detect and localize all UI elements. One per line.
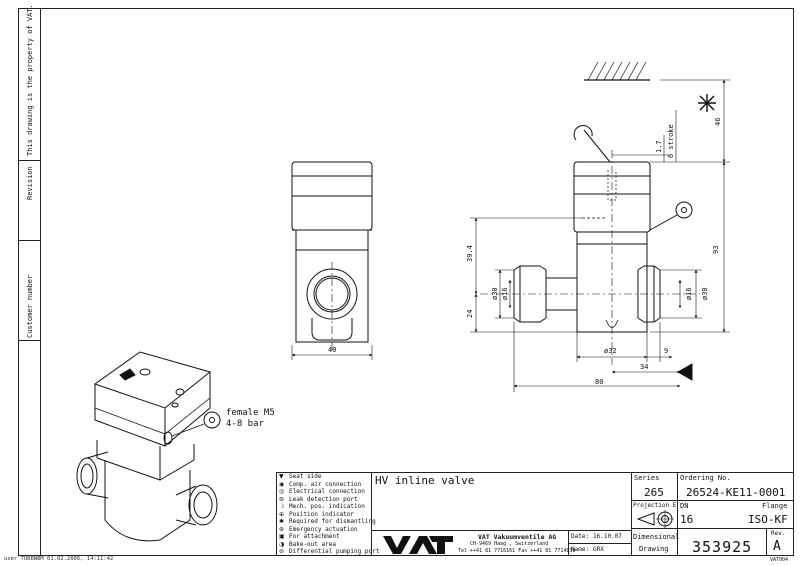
- company-phone: Tel ++41 81 7716161 Fax ++41 81 7714830: [458, 548, 576, 554]
- rev-divider: [766, 528, 767, 556]
- order-col-divider: [677, 472, 678, 556]
- series-label: Series: [634, 474, 660, 482]
- name-label: Name:: [571, 546, 590, 553]
- dim-stroke: 6 stroke: [667, 124, 675, 158]
- side-view: [470, 61, 730, 392]
- dimensional-line2: Drawing: [639, 545, 669, 553]
- company-address: CH-9469 Haag , Switzerland: [470, 541, 549, 547]
- dim-46: 46: [714, 118, 722, 126]
- company-name: VAT Vakuumventile AG: [478, 533, 557, 541]
- projection-label: Projection E: [633, 502, 677, 509]
- m5-callout-line2: 4-8 bar: [226, 419, 264, 429]
- date-name-divider: [568, 543, 631, 544]
- legend-text: Emergency actuation: [289, 525, 358, 533]
- dim-1-7: 1.7: [655, 140, 663, 153]
- legend-divider: [371, 472, 372, 556]
- legend-text: Comp. air connection: [289, 480, 362, 488]
- date-value: 16.10.07: [593, 533, 622, 540]
- dim-80: 80: [595, 378, 603, 386]
- side-strip: [18, 8, 40, 556]
- dim-height-39-4: 39.4: [466, 245, 474, 262]
- dim-front-width: 40: [328, 346, 336, 354]
- legend-item: ◑ Bake-out area: [279, 541, 371, 549]
- right-col-divider: [631, 472, 632, 556]
- side-divider-1: [18, 160, 40, 161]
- m5-callout-line1: female M5: [226, 408, 275, 418]
- legend-item: ◉ Comp. air connection: [279, 481, 371, 489]
- legend-item: ⊜ Differential pumping port: [279, 548, 379, 556]
- legend-text: Position indicator: [289, 510, 355, 518]
- dn-value: 16: [680, 513, 694, 526]
- dim-d16-right: ø16: [685, 287, 693, 300]
- legend-item: ⊛ Emergency actuation: [279, 526, 371, 534]
- dim-93: 93: [712, 246, 720, 254]
- flange-label: Flange: [762, 502, 788, 510]
- date-label: Date:: [571, 533, 590, 540]
- vat-logo: [383, 536, 453, 554]
- dimensional-line1: Dimensional: [633, 533, 680, 541]
- legend-item: ✱ Required for dismantling: [279, 518, 376, 526]
- legend-symbol-icon: ▣: [279, 533, 285, 540]
- legend-item: ▼ Seat side: [279, 473, 371, 481]
- drawing-title: HV inline valve: [375, 474, 475, 487]
- legend-text: Mech. pos. indication: [289, 503, 365, 510]
- legend-text: Bake-out area: [289, 540, 336, 548]
- legend-item: ⊚ Leak detection port: [279, 496, 371, 504]
- footer-user-stamp: user TOBBNBM 01.02.2006, 14:11:42: [4, 556, 114, 562]
- projection-symbol-icon: [636, 510, 674, 528]
- row2-line: [631, 500, 794, 501]
- legend-text: Seat side: [289, 473, 322, 480]
- ordering-label: Ordering No.: [680, 474, 731, 482]
- rev-value: A: [773, 539, 781, 554]
- legend-symbol-icon: ⊜: [279, 548, 285, 555]
- legend-symbol-icon: ☽: [279, 503, 285, 510]
- side-divider-2: [18, 240, 40, 241]
- title-block: [276, 472, 794, 556]
- legend-item: ☽ Mech. pos. indication: [279, 503, 371, 511]
- legend-item: ⊕ Position indicator: [279, 511, 371, 519]
- ordering-value: 26524-KE11-0001: [686, 486, 786, 499]
- legend-symbol-icon: ▼: [279, 473, 284, 480]
- legend-text: Required for dismantling: [289, 518, 376, 525]
- legend-item: ▣ For attachment: [279, 533, 371, 541]
- drawing-number: 353925: [692, 538, 753, 556]
- legend-symbol-icon: ✱: [279, 518, 285, 525]
- dim-d30-right: ø30: [701, 287, 709, 300]
- dn-label: DN: [680, 502, 689, 510]
- dim-34: 34: [640, 363, 648, 371]
- side-divider-3: [18, 340, 40, 341]
- row3-line: [631, 528, 794, 529]
- legend-symbol-icon: ⊛: [279, 525, 285, 533]
- legend-text: Electrical connection: [289, 488, 365, 495]
- corner-code: VAT004: [770, 557, 789, 563]
- legend-item: ◎ Electrical connection: [279, 488, 371, 496]
- dim-d30-left: ø30: [491, 287, 499, 300]
- legend-text: Differential pumping port: [289, 548, 380, 555]
- dim-d16-left: ø16: [501, 287, 509, 300]
- legend-symbol-icon: ◉: [279, 480, 285, 488]
- legend-symbol-icon: ⊚: [279, 495, 285, 503]
- dim-height-24: 24: [466, 310, 474, 318]
- series-value: 265: [644, 486, 664, 499]
- legend-list: ▼ Seat side ◉ Comp. air connection ◎ Electric…: [279, 473, 379, 556]
- legend-symbol-icon: ◎: [279, 488, 285, 495]
- flange-value: ISO-KF: [748, 513, 788, 526]
- dim-9: 9: [664, 347, 668, 355]
- legend-text: Leak detection port: [289, 495, 358, 503]
- front-view: [291, 161, 373, 360]
- dim-d32: ø32: [604, 347, 617, 355]
- name-value: GRX: [593, 546, 604, 553]
- isometric-view: [76, 351, 221, 542]
- legend-symbol-icon: ◑: [279, 540, 285, 548]
- legend-text: For attachment: [289, 533, 340, 540]
- rev-label: Rev.: [771, 530, 786, 537]
- title-row-line: [371, 530, 631, 531]
- legend-symbol-icon: ⊕: [279, 510, 285, 518]
